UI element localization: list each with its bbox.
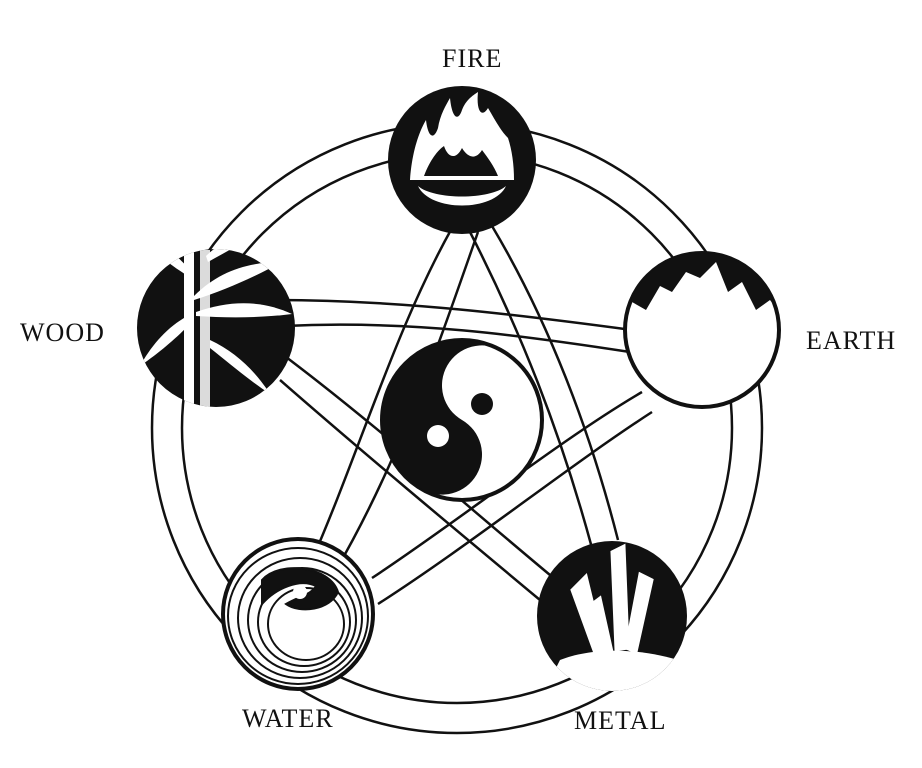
water-node [221,537,375,691]
wood-label: WOOD [20,318,105,347]
flame-icon [410,92,514,206]
fire-node [388,86,536,234]
metal-node [537,541,687,691]
metal-label: METAL [574,706,667,735]
bamboo-icon [140,249,292,407]
wood-node [137,249,295,407]
mountain-icon [625,253,779,320]
water-label: WATER [242,704,334,733]
earth-label: EARTH [806,326,897,355]
fire-label: FIRE [442,44,503,73]
whirlpool-icon [227,547,369,685]
yin-yang-icon [380,338,544,502]
earth-node [623,251,781,409]
